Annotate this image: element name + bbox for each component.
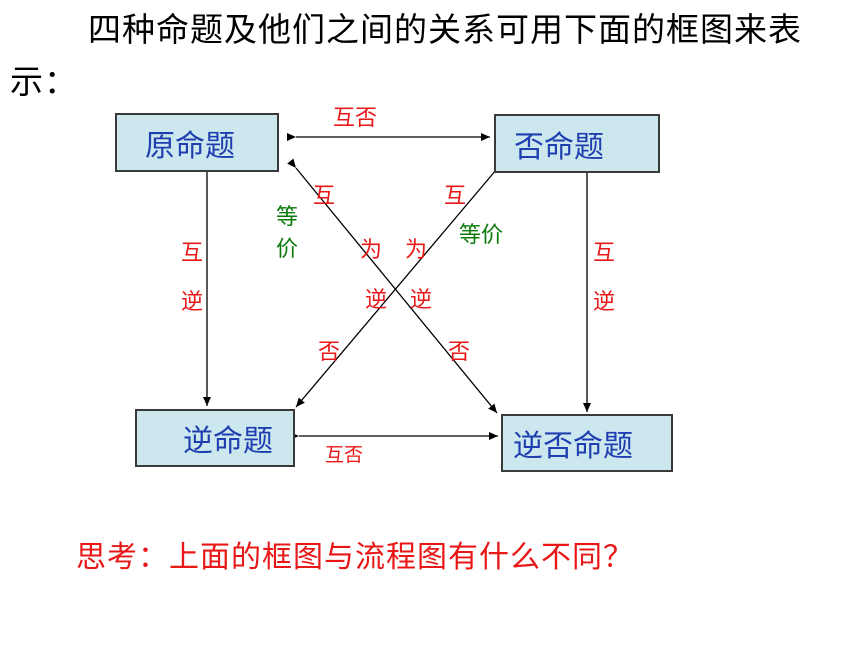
intro-text: 四种命题及他们之间的关系可用下面的框图来表示：	[10, 10, 802, 101]
diag-left-char-2: 为	[360, 238, 383, 263]
diag-right-char-1: 互	[444, 184, 467, 209]
box-converse-proposition: 逆命题	[135, 409, 295, 467]
box-original-proposition: 原命题	[115, 113, 279, 172]
label-left-converse: 互逆	[180, 241, 203, 315]
diag-left-char-4: 否	[318, 340, 341, 365]
label-bottom-negation: 互否	[325, 444, 364, 466]
diag-right-char-4: 否	[448, 340, 471, 365]
diag-left-char-3: 逆	[365, 288, 388, 313]
label-top-negation: 互否	[333, 106, 378, 131]
box-contrapositive-proposition: 逆否命题	[501, 414, 673, 472]
box-negation-proposition: 否命题	[494, 114, 660, 173]
label-equivalent-right: 等价	[459, 223, 504, 248]
diag-right-char-3: 逆	[410, 288, 433, 313]
diag-right-char-2: 为	[405, 238, 428, 263]
question-text: 思考：上面的框图与流程图有什么不同？	[76, 540, 634, 575]
arrow-diagonal-neg-conv	[295, 160, 505, 408]
label-equivalent-left: 等价	[275, 205, 298, 262]
diag-left-char-1: 互	[313, 184, 336, 209]
label-right-converse: 互逆	[592, 241, 615, 315]
